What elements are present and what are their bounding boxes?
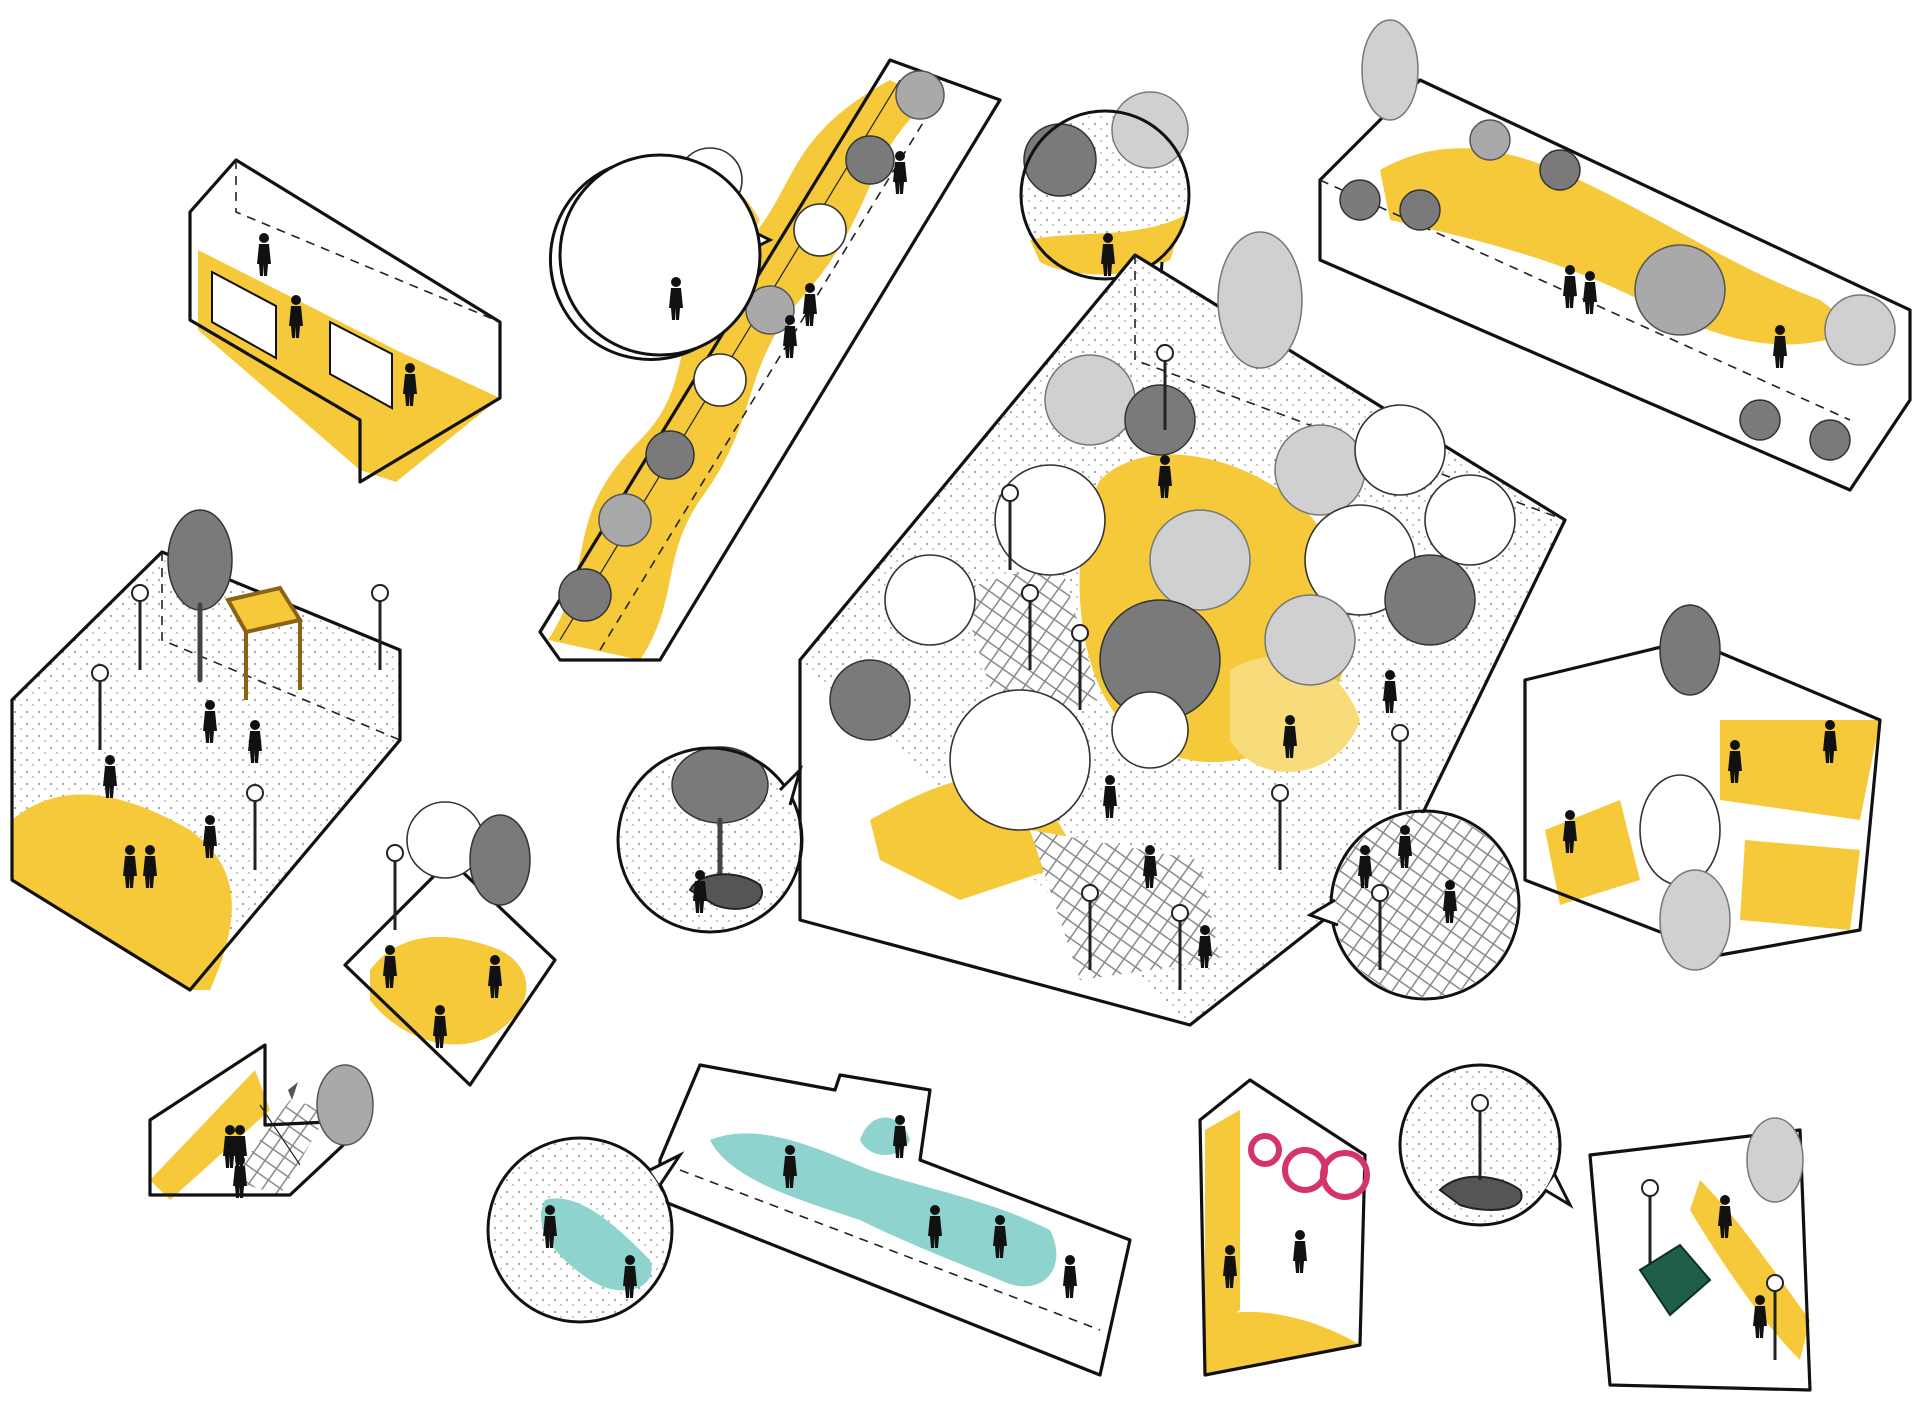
courtyard-seating-vignette xyxy=(1523,604,1882,971)
pergola-icon xyxy=(224,585,304,700)
cafe-terrace-vignette xyxy=(188,158,502,484)
callout-bubble-water xyxy=(486,1136,685,1324)
callout-bubble-lamp-planter xyxy=(1398,1063,1574,1227)
callout-bubble-promenade xyxy=(548,147,774,361)
linear-tree-promenade-vignette xyxy=(538,58,1002,662)
tree-icon xyxy=(829,231,1516,831)
sculpture-cube-plaza-vignette xyxy=(1588,1117,1812,1392)
sidewalk-strip-vignette xyxy=(148,1043,374,1200)
callout-bubble-mesh-paving xyxy=(1306,809,1521,1001)
tree-icon xyxy=(1339,19,1896,461)
callout-bubble-planter-bench xyxy=(616,746,804,934)
play-rings-icon xyxy=(1248,1133,1370,1200)
playground-rings-vignette xyxy=(1198,1078,1370,1377)
tree-icon xyxy=(558,70,945,622)
tree-lined-garden-vignette xyxy=(1318,19,1912,492)
pocket-lawn-vignette xyxy=(343,801,557,1087)
water-feature-street-vignette xyxy=(658,1063,1132,1377)
plaza-with-pergola-vignette xyxy=(10,509,402,992)
callout-bubble-lawn-edge xyxy=(1019,91,1191,296)
